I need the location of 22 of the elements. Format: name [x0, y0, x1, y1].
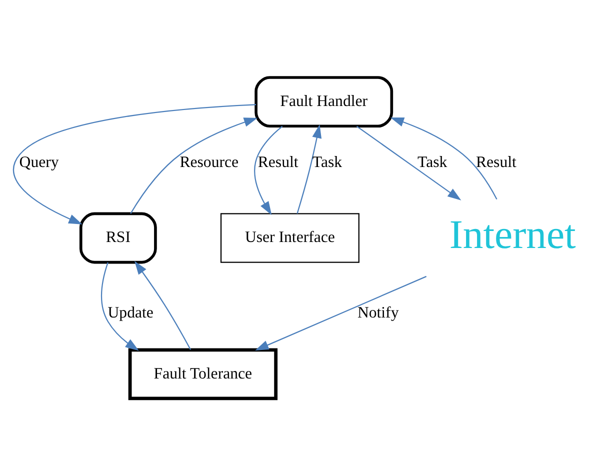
edge-label: Task: [418, 154, 448, 171]
arrow: [390, 116, 498, 200]
arrow: [296, 124, 322, 214]
edge-label: Query: [19, 154, 59, 171]
arrow: [356, 125, 462, 200]
edge-label: Task: [312, 154, 342, 171]
arrow: [134, 260, 192, 350]
node-text: Internet: [449, 211, 576, 256]
node-box: Fault Tolerance: [128, 348, 278, 400]
arrow: [255, 275, 427, 350]
arrow: [13, 104, 256, 224]
edge-label: Result: [476, 154, 516, 171]
edge-label: Update: [108, 304, 154, 321]
node-box: User Interface: [220, 212, 360, 262]
node-box: Fault Handler: [254, 76, 394, 128]
edge-label: Notify: [357, 304, 399, 321]
edge-label: Resource: [180, 154, 239, 171]
arrow: [254, 125, 283, 215]
arrow: [130, 117, 258, 214]
arrow: [101, 262, 139, 350]
edge-label: Result: [258, 154, 298, 171]
node-box: RSI: [79, 212, 157, 264]
